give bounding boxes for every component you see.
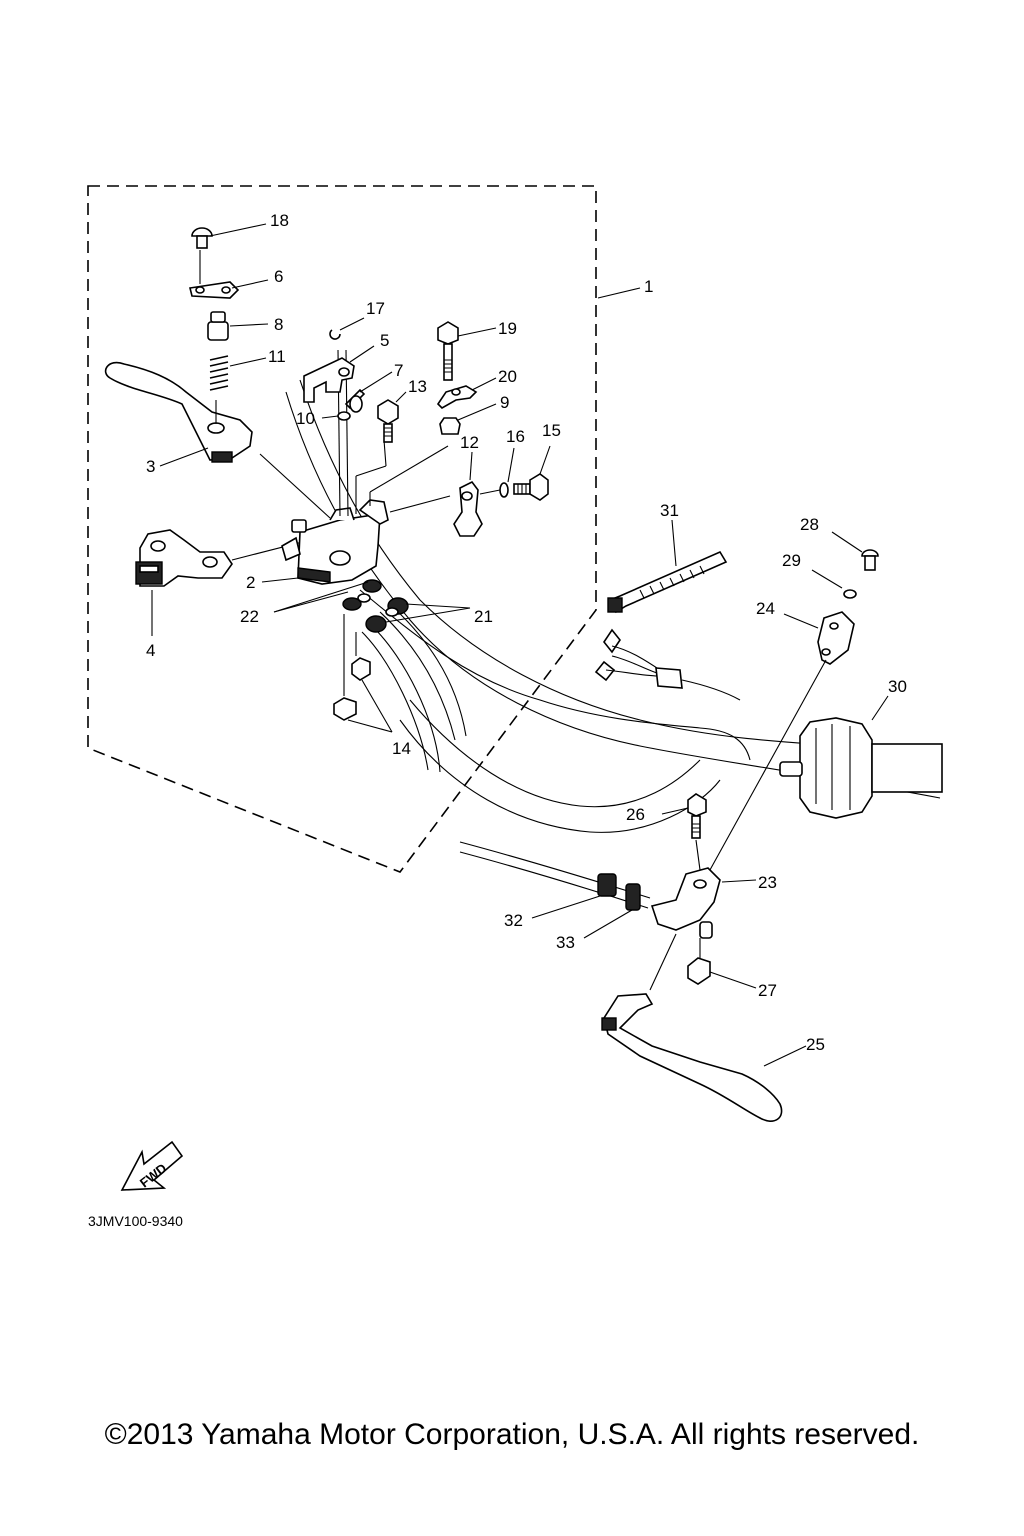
part-2-body [281, 499, 389, 585]
part-28-screw [861, 549, 879, 571]
part-10-washer [337, 411, 351, 421]
label-20: 20 [498, 367, 517, 386]
part-14-nuts [333, 657, 371, 721]
label-33: 33 [556, 933, 575, 952]
part-11-spring [209, 355, 229, 391]
label-14: 14 [392, 739, 411, 758]
label-8: 8 [274, 315, 283, 334]
label-25: 25 [806, 1035, 825, 1054]
part-15-bolt [513, 473, 549, 501]
label-15: 15 [542, 421, 561, 440]
part-6-plate [189, 281, 240, 299]
wire-harness [594, 628, 741, 701]
brake-cables [361, 605, 467, 773]
part-32-adjuster [597, 873, 617, 897]
part-8-plug [207, 311, 229, 341]
label-26: 26 [626, 805, 645, 824]
label-18: 18 [270, 211, 289, 230]
part-22-banjo [342, 579, 382, 611]
label-27: 27 [758, 981, 777, 1000]
label-1: 1 [644, 277, 653, 296]
label-19: 19 [498, 319, 517, 338]
part-20-plate [436, 385, 478, 409]
label-32: 32 [504, 911, 523, 930]
part-26-bolt [687, 793, 707, 839]
label-30: 30 [888, 677, 907, 696]
label-17: 17 [366, 299, 385, 318]
part-4-bracket [135, 529, 233, 587]
part-13-bolt [377, 399, 399, 443]
label-29: 29 [782, 551, 801, 570]
throttle-cable [459, 841, 651, 909]
fwd-arrow-icon [120, 1140, 184, 1191]
label-21: 21 [474, 607, 493, 626]
part-17-circlip [329, 329, 341, 340]
label-13: 13 [408, 377, 427, 396]
label-31: 31 [660, 501, 679, 520]
part-25-lever [601, 993, 783, 1122]
part-23-holder [650, 867, 721, 939]
part-30-switch [779, 717, 943, 819]
part-29-washer [843, 589, 857, 599]
part-33-nut [625, 883, 641, 911]
part-18-screw [191, 227, 213, 249]
label-28: 28 [800, 515, 819, 534]
label-5: 5 [380, 331, 389, 350]
part-19-bolt [437, 321, 459, 381]
label-7: 7 [394, 361, 403, 380]
label-23: 23 [758, 873, 777, 892]
part-21-banjo [365, 597, 409, 633]
part-31-cable-tie [607, 550, 728, 614]
label-24: 24 [756, 599, 775, 618]
label-6: 6 [274, 267, 283, 286]
part-9-cap [439, 417, 461, 435]
part-5-holder [303, 357, 355, 403]
label-4: 4 [146, 641, 155, 660]
label-12: 12 [460, 433, 479, 452]
copyright-notice: ©2013 Yamaha Motor Corporation, U.S.A. A… [104, 1418, 920, 1451]
drawing-code: 3JMV100-9340 [88, 1213, 183, 1229]
label-3: 3 [146, 457, 155, 476]
part-24-bracket [817, 611, 855, 665]
part-27-nut [687, 957, 711, 985]
label-10: 10 [296, 409, 315, 428]
assembly-boundary [87, 185, 597, 873]
part-12-clamp [453, 480, 483, 537]
label-11: 11 [268, 347, 286, 366]
part-16-washer [499, 482, 509, 498]
part-7-pin [344, 388, 366, 413]
label-22: 22 [240, 607, 259, 626]
part-3-lever [104, 361, 253, 463]
label-16: 16 [506, 427, 525, 446]
label-2: 2 [246, 573, 255, 592]
label-9: 9 [500, 393, 509, 412]
